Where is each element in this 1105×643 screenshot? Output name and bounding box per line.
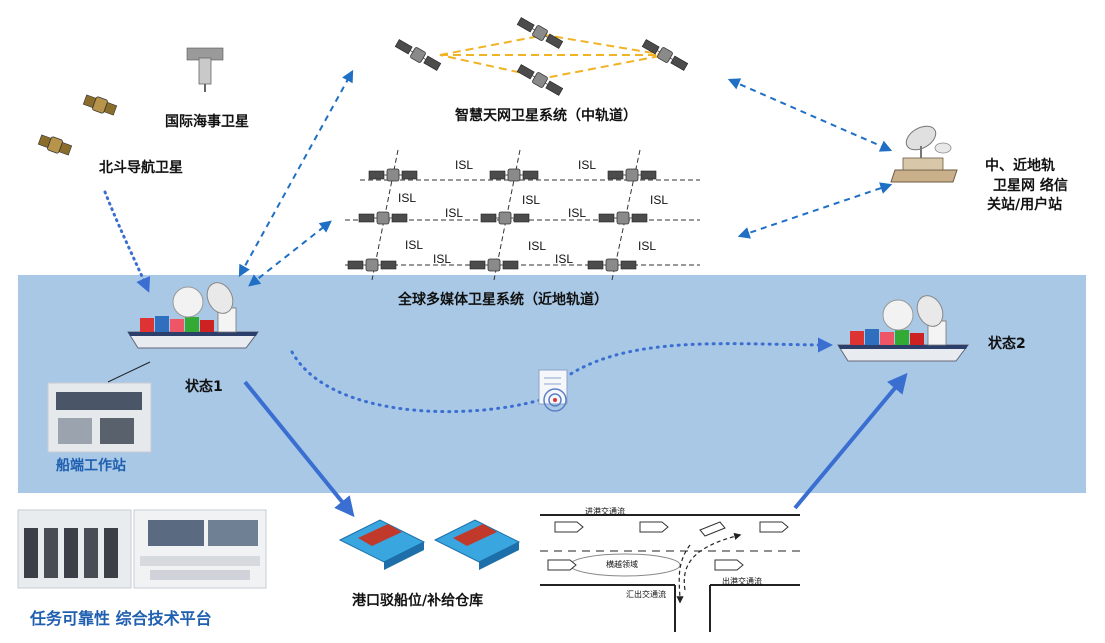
isl-label: ISL bbox=[555, 252, 574, 266]
workstation-leader-line bbox=[107, 361, 151, 383]
meo-constellation bbox=[393, 15, 690, 98]
arrow-to-port bbox=[243, 380, 355, 518]
isl-label: ISL bbox=[568, 206, 587, 220]
traffic-cross-label: 横越领域 bbox=[606, 560, 638, 569]
traffic-out-label: 出港交通流 bbox=[722, 577, 762, 586]
gateway-label-line1: 中、近地轨 bbox=[985, 158, 1055, 174]
control-center-photo bbox=[133, 509, 267, 589]
isl-label: ISL bbox=[398, 191, 417, 205]
port-berth-icon-2 bbox=[433, 519, 521, 570]
traffic-in-label: 进港交通流 bbox=[585, 507, 625, 516]
maritime-satellite-icon bbox=[186, 47, 224, 92]
gateway-station-icon bbox=[890, 125, 958, 183]
maritime-satellite-label: 国际海事卫星 bbox=[165, 114, 249, 130]
target-document-icon bbox=[538, 369, 568, 412]
isl-label: ISL bbox=[433, 252, 452, 266]
gateway-label-line2: 卫星网 络信 bbox=[993, 178, 1068, 194]
arrow-from-port bbox=[793, 372, 908, 510]
isl-label: ISL bbox=[578, 158, 597, 172]
gateway-label-line3: 关站/用户站 bbox=[987, 197, 1063, 213]
isl-label: ISL bbox=[650, 193, 669, 207]
isl-label: ISL bbox=[638, 239, 657, 253]
satellite-links bbox=[238, 69, 893, 287]
beidou-label: 北斗导航卫星 bbox=[99, 160, 183, 176]
traffic-diagram bbox=[540, 514, 800, 632]
port-berth-icon-1 bbox=[338, 519, 426, 570]
isl-label: ISL bbox=[445, 206, 464, 220]
beidou-satellite-icon bbox=[37, 94, 118, 156]
isl-label: ISL bbox=[455, 158, 474, 172]
ship-workstation-photo bbox=[47, 382, 152, 453]
smart-network-label: 智慧天网卫星系统（中轨道） bbox=[455, 108, 637, 124]
port-label: 港口驳船位/补给仓库 bbox=[352, 593, 484, 609]
platform-label: 任务可靠性 综合技术平台 bbox=[30, 609, 212, 628]
traffic-boats bbox=[547, 521, 789, 571]
server-room-photo bbox=[17, 509, 132, 589]
state2-label: 状态2 bbox=[988, 336, 1026, 352]
isl-label: ISL bbox=[522, 193, 541, 207]
isl-label: ISL bbox=[528, 239, 547, 253]
traffic-merge-label: 汇出交通流 bbox=[626, 590, 666, 599]
ship-workstation-label: 船端工作站 bbox=[56, 458, 126, 474]
state1-label: 状态1 bbox=[185, 379, 223, 395]
isl-label: ISL bbox=[405, 238, 424, 252]
beidou-link bbox=[103, 190, 151, 293]
global-multimedia-label: 全球多媒体卫星系统（近地轨道） bbox=[398, 292, 608, 308]
leo-satellites bbox=[347, 168, 657, 272]
